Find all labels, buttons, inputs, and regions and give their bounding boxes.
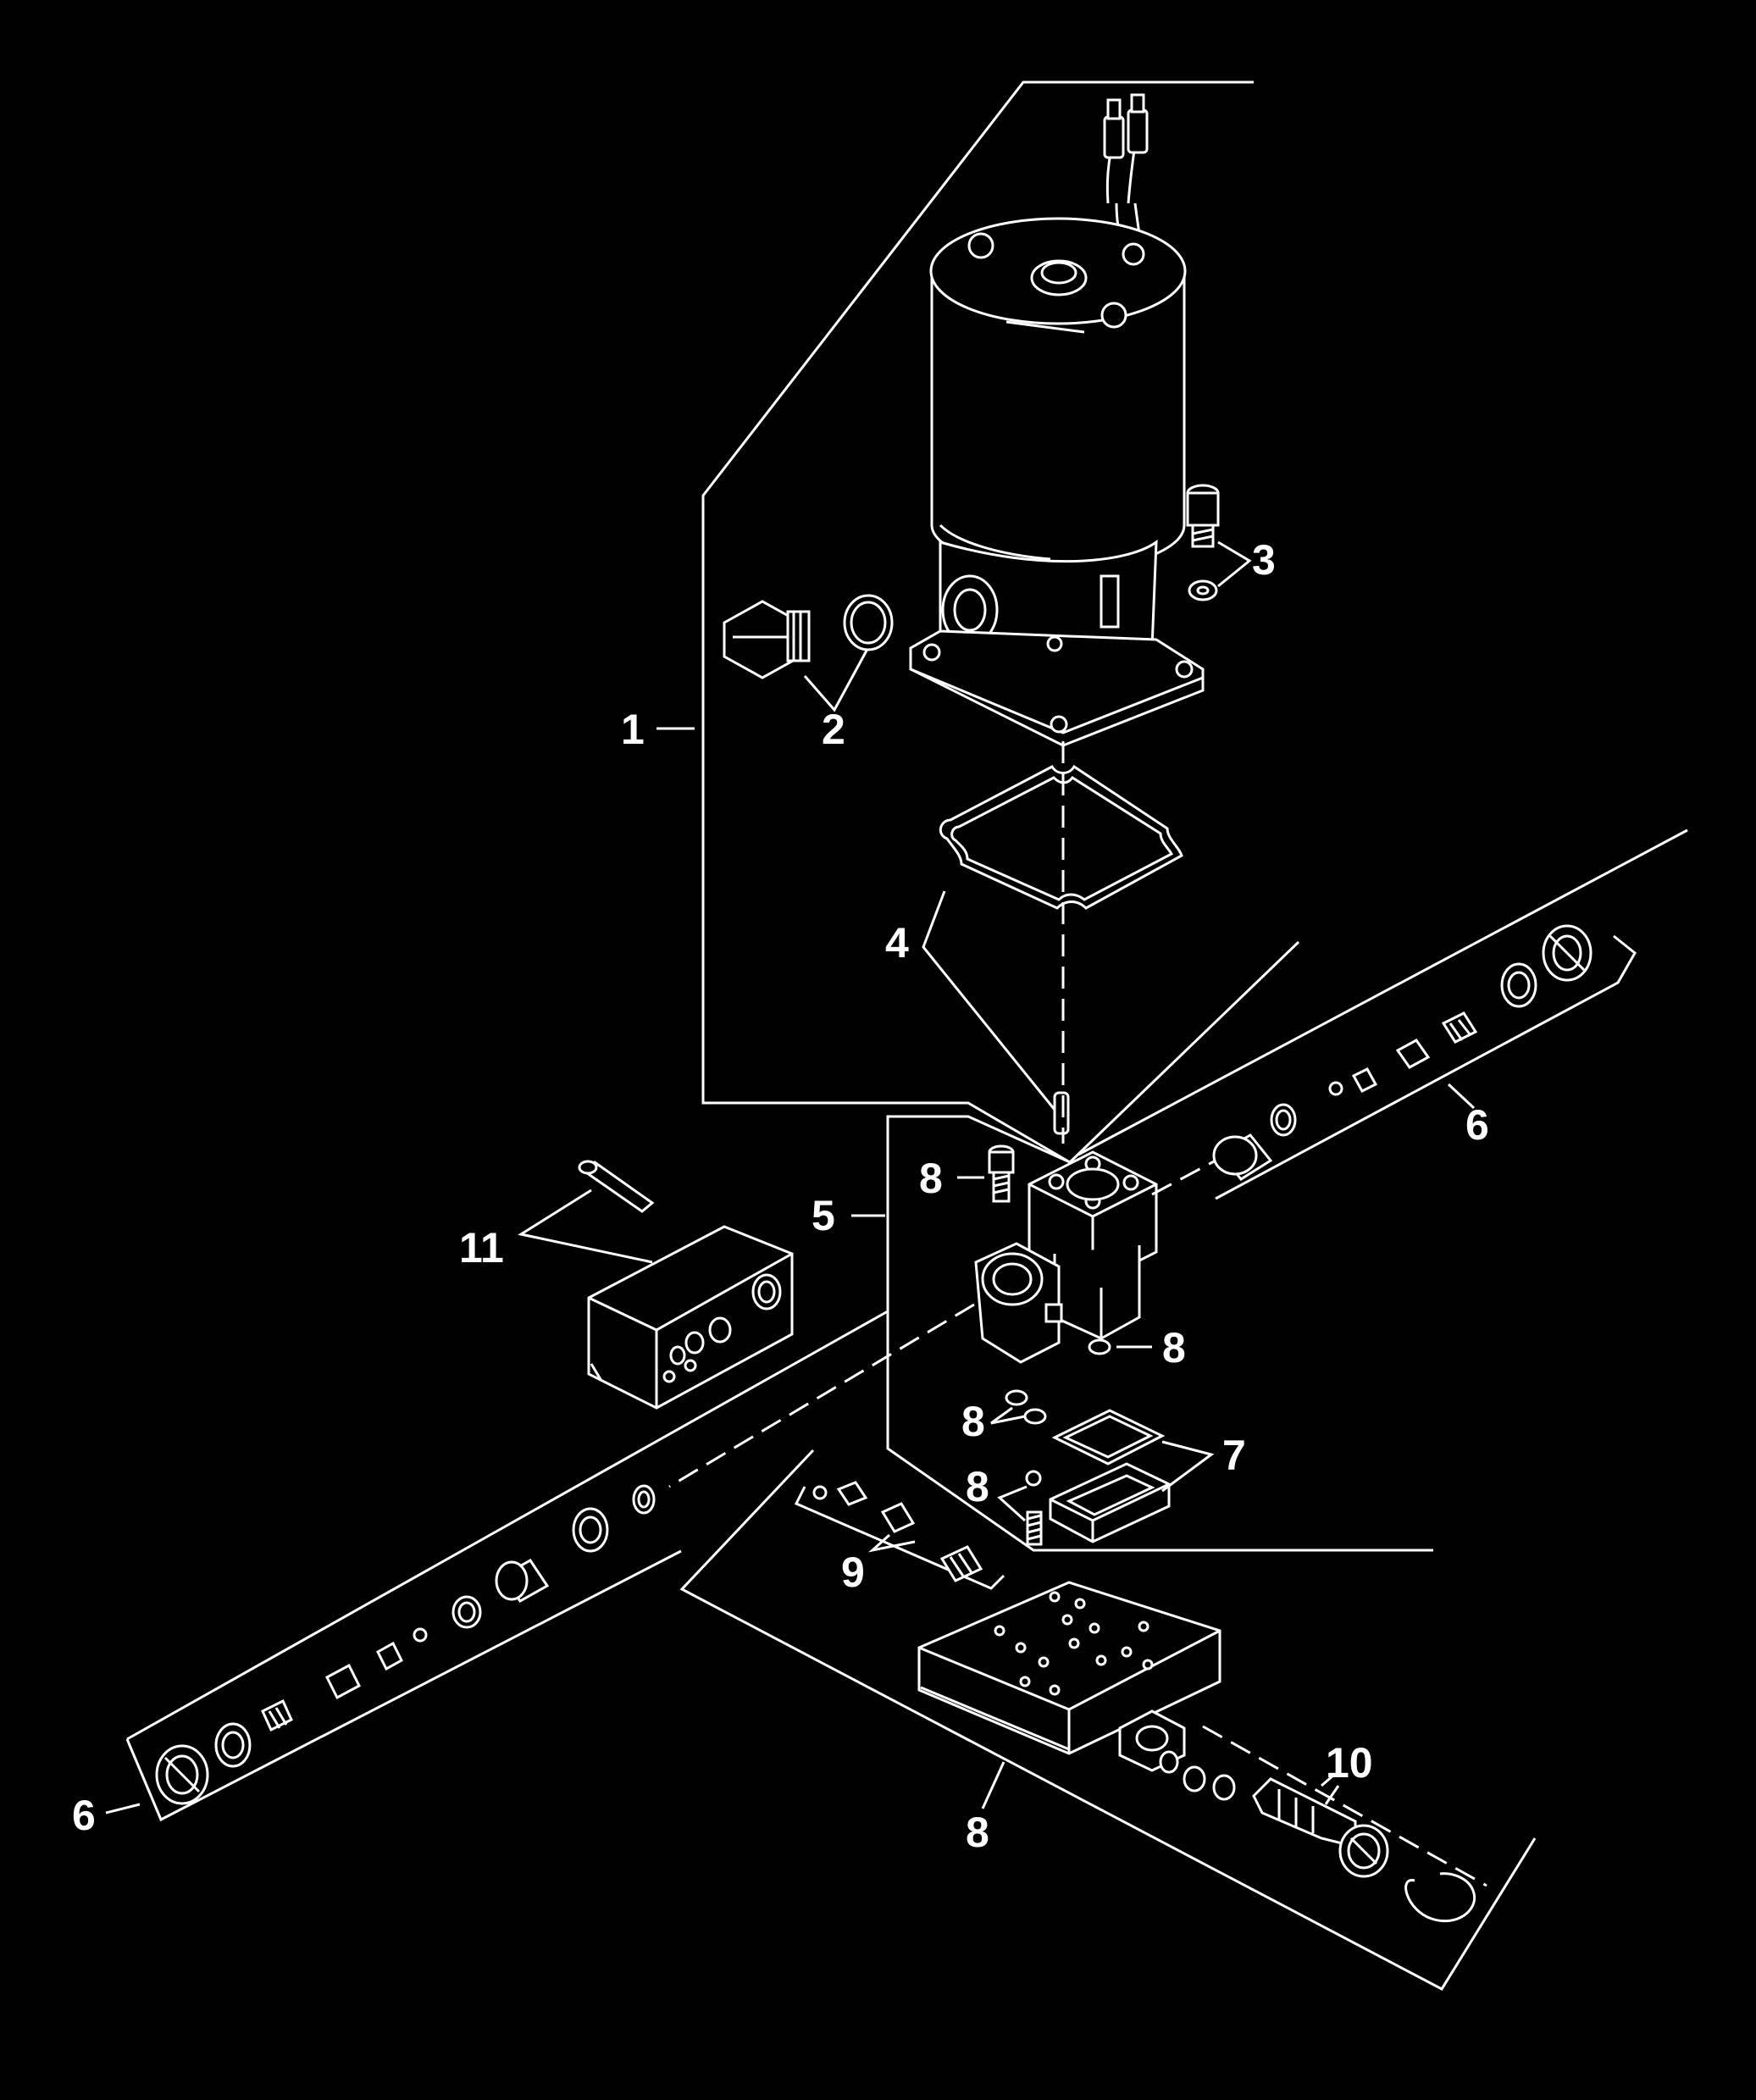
valve-plate (917, 1581, 1221, 1772)
pump-body-screw (957, 1144, 1015, 1203)
manual-release-valve (1159, 1750, 1476, 1923)
callout-3: 3 (1252, 536, 1276, 584)
fill-plug-and-oring (723, 594, 894, 712)
pump-motor (909, 93, 1205, 747)
seal-and-retainer (1049, 1409, 1215, 1543)
left-valve-fittings-group-6 (105, 1303, 975, 1822)
check-ball-and-spring (997, 1470, 1043, 1546)
leader-8-bottom (981, 1761, 1005, 1809)
callout-11: 11 (459, 1224, 504, 1272)
pump-oring (1088, 1338, 1152, 1355)
callout-10: 10 (1326, 1739, 1373, 1787)
callout-9: 9 (841, 1549, 865, 1596)
pump-body (974, 1150, 1158, 1364)
callout-1: 1 (621, 706, 645, 753)
gasket-and-dowel-pin (922, 764, 1183, 1135)
callout-4: 4 (885, 919, 909, 967)
leader-10 (1324, 1785, 1340, 1805)
callout-8-pair: 8 (961, 1398, 985, 1445)
callout-8-oring: 8 (1162, 1324, 1186, 1371)
callout-6-left: 6 (72, 1792, 96, 1839)
valve-fittings-group-9 (794, 1481, 1005, 1590)
callout-6-right: 6 (1465, 1101, 1489, 1149)
callout-5: 5 (812, 1192, 835, 1239)
callout-8-bottom: 8 (966, 1809, 989, 1856)
callout-2: 2 (822, 706, 845, 753)
callout-7: 7 (1222, 1432, 1246, 1479)
small-orings (990, 1389, 1047, 1425)
callout-8-bolt: 8 (919, 1155, 943, 1202)
assembly-1-bracket (656, 80, 1254, 1164)
assembly-8-bracket (679, 1449, 1537, 1991)
right-valve-fittings-group-6 (1077, 828, 1688, 1200)
callout-labels: 1 2 3 4 5 6 6 7 8 8 8 8 8 9 10 11 (72, 536, 1489, 1856)
callout-8-pins: 8 (966, 1463, 989, 1510)
reservoir-cover-and-screw (518, 1160, 794, 1410)
motor-screw-and-washer (1186, 484, 1252, 601)
